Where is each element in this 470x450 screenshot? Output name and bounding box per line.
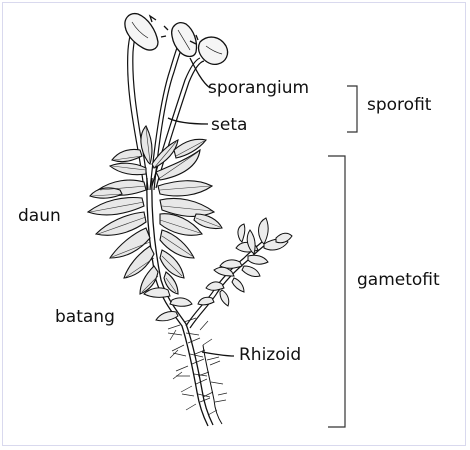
- label-rhizoid: Rhizoid: [239, 347, 301, 364]
- sporangia: [125, 14, 228, 65]
- label-sporangium: sporangium: [208, 80, 309, 97]
- label-batang: batang: [55, 309, 115, 326]
- leaves-base: [144, 288, 192, 321]
- label-gametofit: gametofit: [357, 272, 440, 289]
- label-sporofit: sporofit: [367, 97, 431, 114]
- brackets: [328, 86, 357, 427]
- label-seta: seta: [211, 117, 247, 134]
- label-daun: daun: [18, 208, 61, 225]
